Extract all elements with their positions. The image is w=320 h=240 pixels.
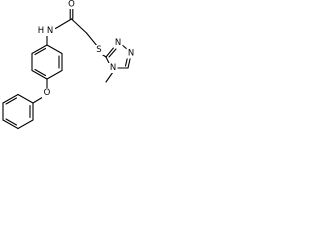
- atom-triazole-n1: N: [126, 48, 136, 59]
- ether-oxygen-label: O: [44, 88, 51, 98]
- bond-triazole-n1-c5: [127, 56, 132, 69]
- bond-ring2-c: [2, 119, 19, 130]
- atom-triazole-n2: N: [113, 38, 123, 48]
- bond-n4-methyl: [105, 71, 114, 83]
- amide-hydrogen-label: H: [38, 26, 44, 36]
- bond-methylene-to-sulfur: [85, 32, 99, 48]
- carbonyl-oxygen-label: O: [68, 0, 75, 10]
- bond-ring2-e: [2, 93, 19, 104]
- bond-carbonyl-to-amide-n: [54, 18, 73, 30]
- atom-amide-nh: H N: [37, 26, 55, 36]
- bond-ring2-inner-3: [5, 97, 18, 105]
- atom-ether-oxygen: O: [42, 88, 52, 98]
- bond-ring1-a: [46, 44, 63, 55]
- bond-ring1-c: [46, 69, 63, 80]
- bond-ring1-d: [31, 69, 48, 80]
- amide-nitrogen-label: N: [47, 26, 53, 36]
- bond-carbonyl-to-methylene: [70, 18, 88, 34]
- bond-ring1-inner-2: [34, 68, 47, 77]
- bond-triazole-n1-c5-double: [124, 56, 129, 67]
- bond-ring2-b: [17, 119, 34, 130]
- sulfur-label: S: [96, 45, 101, 55]
- molecule-structure-diagram: O H N S N N N O: [2, 0, 136, 130]
- bond-triazole-c3-n2-double: [108, 48, 117, 58]
- atom-carbonyl-oxygen: O: [66, 0, 77, 10]
- bond-ring2-inner-2: [5, 118, 18, 126]
- bond-ether-o-to-ring2: [32, 96, 44, 104]
- atom-labels: O H N S N N N O: [37, 0, 136, 98]
- triazole-n4-label: N: [110, 63, 116, 73]
- triazole-n1-label: N: [128, 49, 134, 59]
- bond-ring1-inner-3: [34, 47, 47, 56]
- atom-sulfur: S: [94, 45, 104, 55]
- triazole-n2-label: N: [115, 38, 121, 48]
- bond-ring1-f: [31, 44, 48, 55]
- bond-ring2-f: [17, 93, 34, 104]
- atom-triazole-n4: N: [108, 63, 118, 73]
